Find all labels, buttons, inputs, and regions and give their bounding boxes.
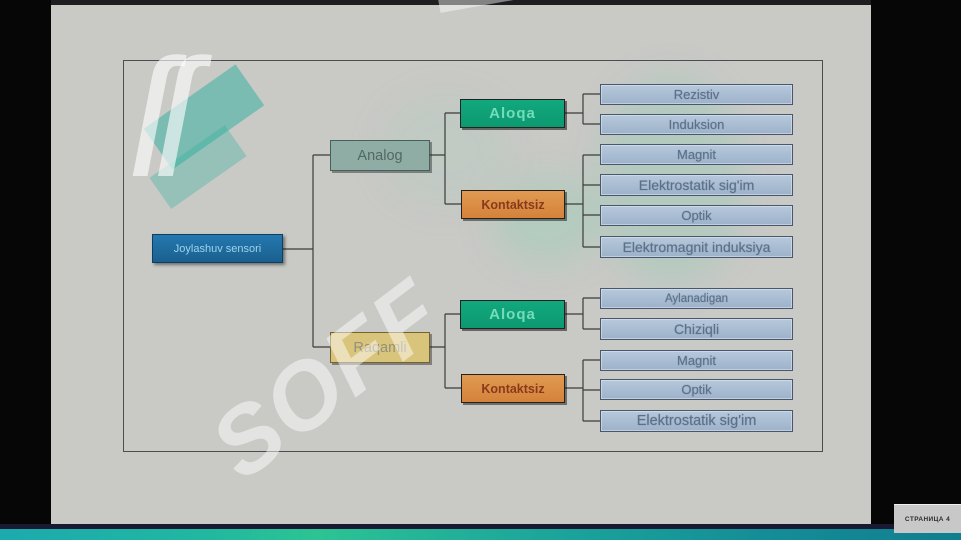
node-root-joylashuv-sensori: Joylashuv sensori	[152, 234, 283, 263]
leaf-elektrostatik-sigim-raqamli: Elektrostatik sig'im	[600, 410, 793, 432]
leaf-chiziqli: Chiziqli	[600, 318, 793, 340]
video-progress-bar[interactable]	[0, 529, 961, 540]
leaf-induksion: Induksion	[600, 114, 793, 135]
node-aloqa-analog: Aloqa	[460, 99, 565, 128]
node-aloqa-raqamli: Aloqa	[460, 300, 565, 329]
leaf-aylanadigan: Aylanadigan	[600, 288, 793, 309]
node-raqamli: Raqamli	[330, 332, 430, 363]
diagram-frame	[123, 60, 823, 452]
leaf-magnit-raqamli: Magnit	[600, 350, 793, 371]
node-analog: Analog	[330, 140, 430, 171]
node-kontaktsiz-analog: Kontaktsiz	[461, 190, 565, 219]
bottom-divider	[0, 524, 961, 529]
leaf-rezistiv: Rezistiv	[600, 84, 793, 105]
leaf-optik-analog: Optik	[600, 205, 793, 226]
page-number-badge: СТРАНИЦА 4	[894, 504, 961, 533]
leaf-elektromagnit-induksiya: Elektromagnit induksiya	[600, 236, 793, 258]
leaf-elektrostatik-sigim-analog: Elektrostatik sig'im	[600, 174, 793, 196]
leaf-magnit-analog: Magnit	[600, 144, 793, 165]
node-kontaktsiz-raqamli: Kontaktsiz	[461, 374, 565, 403]
leaf-optik-raqamli: Optik	[600, 379, 793, 400]
top-strip	[51, 0, 871, 6]
